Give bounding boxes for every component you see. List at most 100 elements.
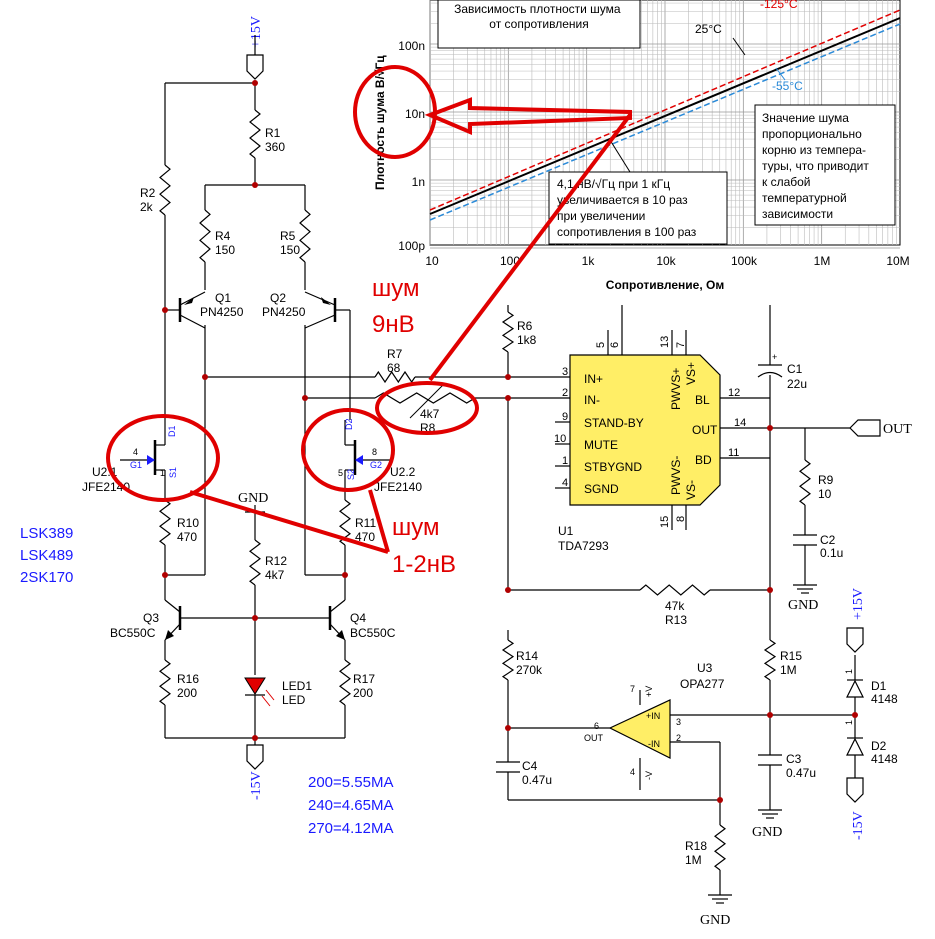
svg-text:4: 4 — [562, 477, 568, 489]
C4-ref: C4 — [522, 759, 538, 773]
svg-text:11: 11 — [728, 447, 739, 459]
gnd-bottom-label: GND — [700, 913, 730, 928]
tda-pwvs-plus: PWVS+ — [669, 368, 683, 410]
xtick-10k: 10k — [656, 254, 676, 268]
R8-ref: 4k7 — [420, 407, 440, 421]
U22-pin-g: G2 — [370, 460, 382, 470]
R7-ref: R7 — [387, 347, 403, 361]
curve-room — [429, 17, 901, 215]
LED1: LED1 LED — [244, 677, 312, 707]
tda-vs-plus: VS+ — [684, 362, 698, 385]
out-port[interactable]: OUT — [849, 419, 912, 437]
neg15-right: -15V — [846, 777, 866, 840]
svg-text:+: + — [772, 352, 777, 362]
Q4-ref: Q4 — [350, 611, 366, 625]
opa-pin-out: OUT — [584, 733, 604, 743]
note-right-box — [754, 104, 896, 226]
svg-text:13: 13 — [659, 336, 671, 348]
C1-val: 22u — [787, 377, 807, 391]
R14-val: 270k — [516, 663, 543, 677]
opa-pin-v-: -V — [644, 771, 654, 780]
U21-num-g: 4 — [133, 447, 138, 457]
R7-val: 68 — [387, 361, 401, 375]
svg-text:7: 7 — [675, 342, 687, 348]
ellipse-u22 — [301, 408, 395, 492]
D1: D1 4148 1 — [844, 669, 898, 706]
R4-val: 150 — [215, 243, 235, 257]
Q4-val: BC550C — [350, 626, 396, 640]
svg-text:8: 8 — [675, 516, 687, 522]
U22-jfet: D2 G2 S2 8 5 U2.2 JFE2140 — [338, 418, 422, 494]
transistor-0: LSK389 — [20, 525, 73, 542]
note-right-3: туры, что приводит — [762, 159, 869, 173]
D2-ref: D2 — [871, 739, 887, 753]
note-left-3: сопротивления в 100 раз — [557, 225, 697, 239]
xtick-10M: 10M — [886, 254, 909, 268]
U21-num-s: 1 — [160, 468, 165, 478]
tda-sgnd: SGND — [584, 482, 619, 496]
svg-text:1: 1 — [844, 720, 854, 725]
R17-val: 200 — [353, 686, 373, 700]
noise1-a: шум — [372, 275, 419, 302]
U21-jfet: D1 G1 S1 4 1 U2.1 JFE2140 — [82, 425, 178, 494]
ellipse-r8 — [375, 381, 479, 435]
Q2-val: PN4250 — [262, 305, 306, 319]
svg-text:1: 1 — [562, 455, 568, 467]
svg-text:6: 6 — [594, 721, 599, 731]
note-right-1: пропорционально — [762, 127, 862, 141]
svg-text:1: 1 — [844, 669, 854, 674]
noise-plot: -125°C 25°C -55°C Зависимость плотности … — [373, 0, 910, 292]
xtick-1M: 1M — [814, 254, 831, 268]
R5-val: 150 — [280, 243, 300, 257]
gnd-c3-label: GND — [752, 825, 782, 840]
pos15-label: +15V — [249, 16, 264, 48]
D2: D2 4148 1 — [844, 720, 898, 766]
Q1-val: PN4250 — [200, 305, 244, 319]
C1-ref: C1 — [787, 362, 803, 376]
svg-text:14: 14 — [734, 417, 746, 429]
neg15-supply-left: -15V — [246, 744, 264, 800]
curve-cold — [429, 23, 901, 221]
R15-val: 1M — [780, 663, 797, 677]
C3: C3 0.47u — [758, 752, 816, 780]
pos15-port — [246, 54, 264, 80]
note-left-0: 4,1 нВ/√Гц при 1 кГц — [557, 177, 670, 191]
U1-tda7293: IN+IN-STAND-BYMUTESTBYGNDSGNDPWVS+VS+BLO… — [554, 336, 746, 553]
red-annotations: шум 9нВ шум 1-2нВ — [106, 65, 632, 578]
R15-ref: R15 — [780, 649, 802, 663]
opa-pin-v+: +V — [644, 686, 654, 697]
svg-text:9: 9 — [562, 411, 568, 423]
xtick-10: 10 — [425, 254, 439, 268]
C4-val: 0.47u — [522, 773, 552, 787]
svg-text:10: 10 — [554, 433, 566, 445]
note-left-1: увеличивается в 10 раз — [557, 193, 688, 207]
Q3: Q3 BC550C — [110, 599, 182, 641]
opa-pin-plus: +IN — [646, 711, 660, 721]
R9-val: 10 — [818, 487, 832, 501]
U3-opa277: +IN -IN OUT +V -V 3 2 6 7 4 U3 OPA277 — [584, 661, 725, 780]
svg-text:12: 12 — [728, 387, 740, 399]
pos15-right: +15V — [846, 588, 866, 653]
tda-in-minus: IN- — [584, 393, 600, 407]
tda-mute: MUTE — [584, 438, 618, 452]
note-right-2: корню из темпера- — [762, 143, 866, 157]
gnd-bottom: GND — [700, 894, 732, 928]
R6-val: 1k8 — [517, 333, 537, 347]
LED1-ref: LED1 — [282, 679, 312, 693]
gnd-mid-label: GND — [238, 491, 268, 506]
C3-ref: C3 — [786, 752, 802, 766]
transistor-2: 2SK170 — [20, 569, 73, 586]
R16-val: 200 — [177, 686, 197, 700]
tda-vs-minus: VS- — [684, 480, 698, 500]
tda-in-plus: IN+ — [584, 372, 603, 386]
plot-title-box — [437, 0, 641, 49]
U22-num-g: 8 — [372, 447, 377, 457]
